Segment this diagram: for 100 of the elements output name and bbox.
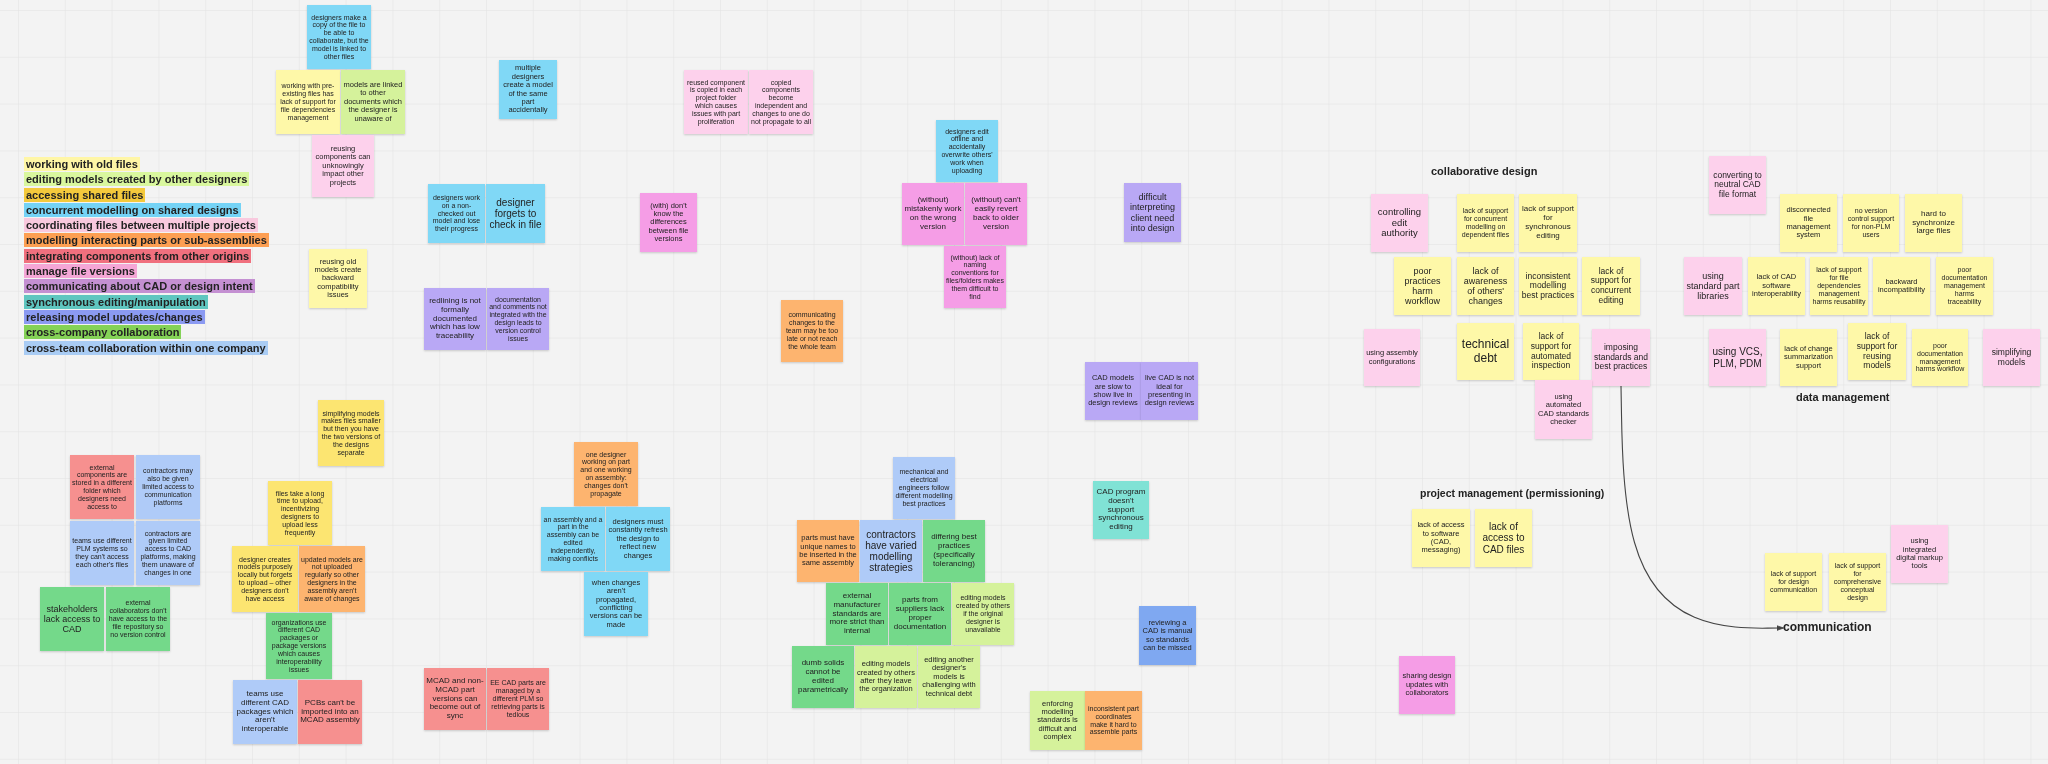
legend-label: cross-company collaboration	[24, 325, 182, 340]
sticky-note	[1891, 525, 1948, 583]
note-text: CAD program doesn't support synchronous editing	[1095, 487, 1147, 533]
sticky-note	[268, 481, 332, 545]
legend-label: modelling interacting parts or sub-assemblies	[24, 233, 269, 248]
sticky-note	[106, 587, 170, 651]
sticky-note	[318, 400, 384, 466]
sticky-note	[1873, 257, 1930, 315]
sticky-note	[1905, 194, 1962, 252]
note-text: lack of support for concurrent editing	[1589, 266, 1633, 306]
note-text: designer forgets to check in file	[488, 196, 543, 231]
sticky-note	[312, 135, 374, 197]
sticky-note	[1364, 329, 1420, 386]
note-text: poor practices harm workflow	[1403, 265, 1442, 307]
note-text: lack of support for synchronous editing	[1521, 205, 1575, 241]
sticky-note	[944, 246, 1006, 308]
legend-label: coordinating files between multiple projects	[24, 218, 258, 233]
sticky-note	[1085, 362, 1141, 420]
sticky-note	[136, 521, 200, 585]
sticky-note	[1412, 509, 1470, 567]
sticky-note	[1475, 509, 1532, 567]
sticky-note	[1457, 257, 1514, 315]
sticky-note	[855, 646, 917, 708]
note-text: lack of support for automated inspection	[1529, 332, 1573, 371]
sticky-note	[1709, 329, 1766, 386]
sticky-note	[584, 572, 648, 636]
note-text: external manufacturer standards are more strict than internal	[828, 591, 886, 637]
sticky-note	[136, 455, 200, 519]
note-text: dumb solids cannot be edited parametrically	[797, 659, 849, 695]
sticky-note	[1523, 323, 1579, 380]
sticky-note	[1371, 194, 1428, 252]
sticky-note	[889, 583, 951, 645]
note-text: differing best practices (specifically tolerancing)	[930, 533, 978, 569]
sticky-note	[1684, 257, 1742, 315]
section-heading: collaborative design	[1431, 164, 1538, 179]
sticky-note	[70, 521, 134, 585]
sticky-note	[1399, 656, 1455, 714]
sticky-note	[1141, 362, 1198, 420]
legend-label: communicating about CAD or design intent	[24, 279, 255, 294]
sticky-note	[1829, 553, 1886, 611]
sticky-note	[541, 507, 605, 571]
note-text: redlining is not formally documented which has low traceability	[428, 296, 482, 342]
sticky-note	[684, 70, 748, 134]
sticky-note	[1848, 323, 1906, 380]
sticky-note	[902, 183, 964, 245]
note-text: controlling edit authority	[1376, 207, 1423, 239]
sticky-note	[1780, 194, 1837, 252]
sticky-note	[965, 183, 1027, 245]
note-text: using VCS, PLM, PDM	[1711, 346, 1764, 369]
sticky-note	[1519, 194, 1577, 252]
section-heading: communication	[1783, 620, 1872, 636]
note-text: teams use different CAD packages which aren't interoperable	[235, 689, 295, 735]
sticky-note	[1592, 329, 1650, 386]
sticky-note	[487, 668, 549, 730]
note-text: difficult interpreting client need into design	[1129, 192, 1176, 233]
sticky-note	[1139, 606, 1196, 665]
note-text: stakeholders lack access to CAD	[42, 603, 102, 635]
sticky-note	[341, 70, 405, 134]
sticky-note	[70, 455, 134, 519]
sticky-note	[1394, 257, 1451, 315]
sticky-note	[574, 442, 638, 506]
section-heading: data management	[1796, 390, 1890, 405]
legend-label: working with old files	[24, 157, 140, 171]
note-text: technical debt	[1460, 338, 1511, 365]
sticky-note	[1748, 257, 1805, 315]
note-text: converting to neutral CAD file format	[1712, 170, 1763, 200]
sticky-note	[1535, 380, 1592, 439]
sticky-note	[299, 546, 365, 612]
section-heading: project management (permissioning)	[1420, 487, 1605, 501]
sticky-note	[428, 184, 485, 243]
legend-label: editing models created by other designers	[24, 172, 250, 187]
sticky-note	[781, 300, 843, 362]
sticky-note	[1457, 194, 1514, 252]
sticky-note	[309, 249, 367, 308]
sticky-note	[298, 680, 362, 744]
sticky-note	[952, 583, 1014, 645]
sticky-note	[1780, 329, 1837, 386]
sticky-note	[307, 5, 371, 69]
note-text: using standard part libraries	[1686, 270, 1740, 302]
sticky-note	[1912, 329, 1968, 386]
sticky-note	[424, 668, 486, 730]
sticky-note	[233, 680, 297, 744]
note-text: parts from suppliers lack proper documentation	[892, 596, 948, 632]
sticky-note	[486, 184, 545, 243]
sticky-note	[40, 587, 104, 651]
sticky-note	[1030, 691, 1085, 750]
sticky-note	[1765, 553, 1822, 611]
sticky-note	[1709, 156, 1766, 214]
sticky-note	[1519, 257, 1577, 315]
sticky-note	[797, 520, 859, 582]
note-text: imposing standards and best practices	[1594, 343, 1648, 372]
note-text: hard to synchronize large files	[1911, 209, 1956, 237]
sticky-note	[918, 646, 980, 708]
sticky-note	[1582, 257, 1640, 315]
sticky-note	[1810, 257, 1868, 315]
sticky-note	[487, 288, 549, 350]
sticky-note	[1983, 329, 2040, 386]
note-text: simplifying models	[1990, 348, 2033, 367]
note-text: (without) mistakenly work on the wrong version	[904, 196, 962, 232]
sticky-note	[936, 120, 998, 182]
